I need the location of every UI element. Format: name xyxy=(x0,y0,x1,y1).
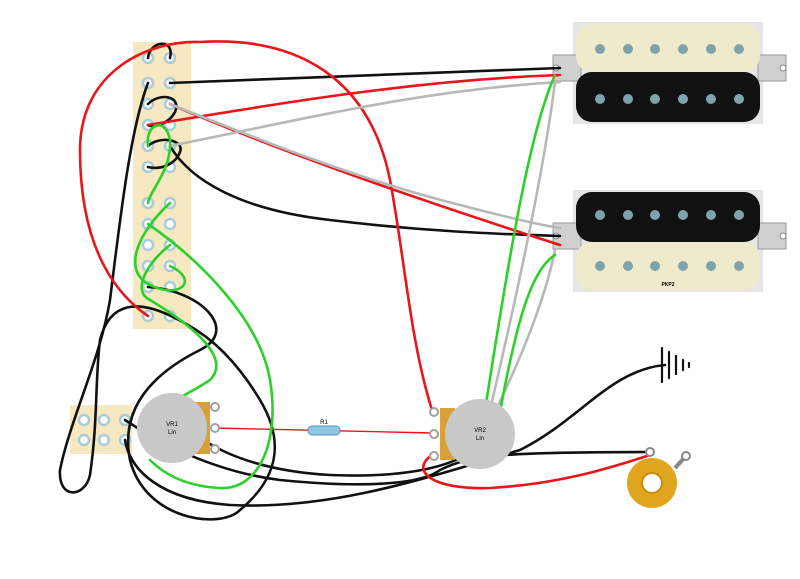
wires-green xyxy=(133,73,557,490)
pot-vr1-label: VR1 xyxy=(166,422,178,428)
pot-vr1-taper: Lin xyxy=(168,430,176,436)
pole-pieces xyxy=(595,44,744,104)
pickup-neck xyxy=(552,22,787,124)
push-pull-lugs xyxy=(77,413,132,447)
pot-vr2: VR2 Lin xyxy=(429,399,515,469)
wires-red xyxy=(78,40,652,490)
ground-symbol-icon xyxy=(660,346,691,384)
pickup-bridge: PKP2 xyxy=(552,190,787,292)
pole-pieces xyxy=(595,210,744,271)
pot-vr1: VR1 Lin xyxy=(137,393,220,463)
pot-vr2-taper: Lin xyxy=(476,436,484,442)
pot-vr2-label: VR2 xyxy=(474,428,486,434)
resistor-label: R1 xyxy=(320,420,328,426)
wires-grey xyxy=(168,80,562,414)
pickup-label: PKP2 xyxy=(661,282,674,288)
output-jack-icon xyxy=(627,447,691,508)
push-pull-switch xyxy=(70,405,132,454)
resistor-icon: R1 xyxy=(307,420,341,436)
